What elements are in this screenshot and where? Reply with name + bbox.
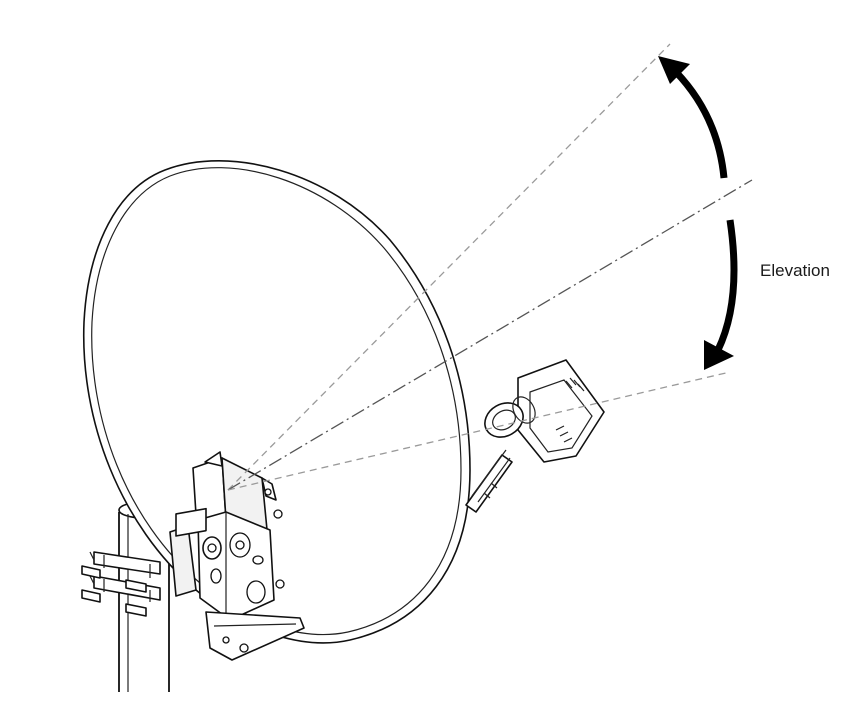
elevation-adjust-bolt: [202, 536, 222, 560]
upper-limit-line: [227, 43, 671, 491]
pole-clamp: [81, 507, 207, 617]
lower-limit-line: [227, 371, 731, 491]
elevation-label: Elevation: [760, 261, 830, 280]
boresight-line: [227, 179, 753, 491]
lnb-feed-horn: [484, 359, 605, 463]
double-headed-curved-arrow-icon: [658, 56, 738, 370]
feed-arm: [465, 449, 513, 513]
elevation-lines: [227, 43, 753, 491]
